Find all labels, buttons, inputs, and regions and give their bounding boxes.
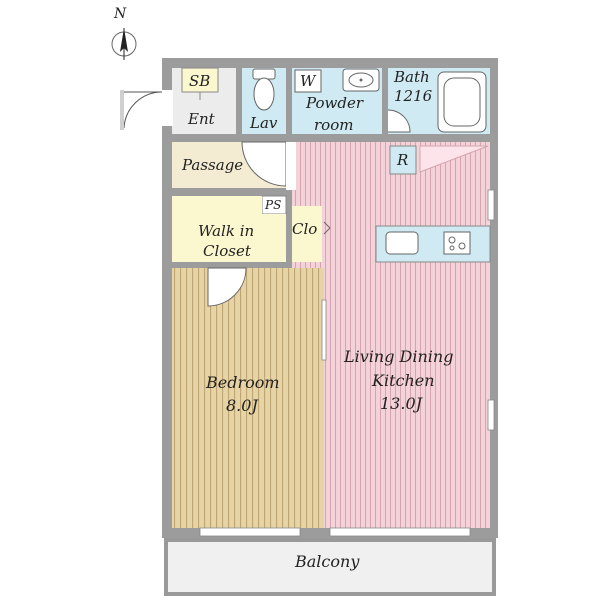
refrigerator-label: R <box>397 151 409 169</box>
entrance-door-swing <box>123 91 163 129</box>
bedroom-door-swing <box>207 267 247 307</box>
ldk-label-line1: Living Dining <box>344 347 454 366</box>
kitchen-corner <box>419 145 489 173</box>
washer-icon <box>294 69 322 93</box>
bedroom-label-line1: Bedroom <box>206 373 280 392</box>
walkin-label-line2: Closet <box>203 242 251 260</box>
toilet-icon <box>252 68 276 111</box>
powder-label-line1: Powder <box>306 94 364 112</box>
north-label: N <box>114 6 127 22</box>
balcony-floor <box>164 538 496 596</box>
clo-label: Clo <box>292 220 318 238</box>
lav-label: Lav <box>250 114 278 132</box>
ps-label: PS <box>265 198 282 212</box>
w-label: W <box>300 72 316 90</box>
bedroom-floor <box>172 268 324 528</box>
ldk-label-line3: 13.0J <box>380 394 423 413</box>
compass-icon <box>111 28 137 60</box>
sink-icon <box>342 68 380 92</box>
ldk-door-opening <box>286 142 296 190</box>
ent-label: Ent <box>188 110 215 128</box>
kitchen-sink-icon <box>385 231 419 255</box>
ldk-label-line2: Kitchen <box>372 371 435 390</box>
passage-label: Passage <box>182 156 244 174</box>
refrigerator-space <box>389 145 417 175</box>
walk-in-closet-floor <box>172 196 262 262</box>
walkin-label-line1: Walk in <box>198 222 255 240</box>
bath-label-line2: 1216 <box>394 87 433 105</box>
closet-floor <box>292 206 322 262</box>
lav-door-swing <box>241 141 287 187</box>
bath-label-line1: Bath <box>394 68 430 86</box>
bath-door-swing <box>387 109 411 133</box>
stove-icon <box>443 231 471 255</box>
sb-label: SB <box>189 72 211 90</box>
windows <box>199 189 495 537</box>
entrance-door-opening <box>155 90 173 126</box>
bathtub-icon <box>437 71 487 133</box>
powder-label-line2: room <box>314 116 354 134</box>
bedroom-label-line2: 8.0J <box>226 396 258 415</box>
balcony-label: Balcony <box>295 552 360 571</box>
